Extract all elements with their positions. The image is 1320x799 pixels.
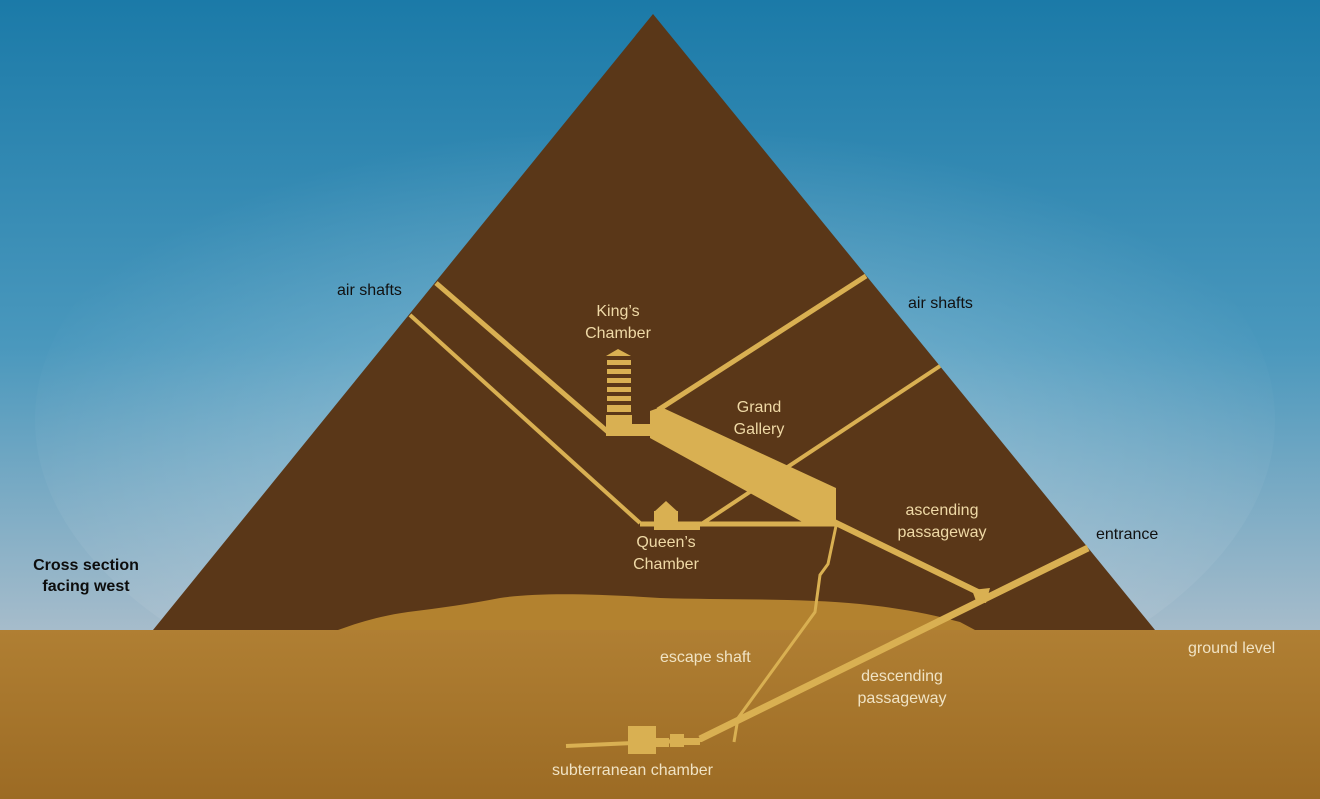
passages [408, 273, 1090, 748]
queens-chamber-line2: Chamber [633, 556, 699, 573]
kings-chamber-line1: King’s [596, 303, 640, 320]
descending-passage [698, 544, 1090, 743]
ground-level-label: ground level [1188, 640, 1276, 657]
ascending-line2: passageway [897, 524, 987, 541]
queens-chamber-line1: Queen’s [636, 534, 696, 551]
queens-chamber-label: Queen’s Chamber [616, 532, 716, 576]
passage-junction [972, 588, 990, 603]
ground-area [0, 630, 1320, 799]
ascending-line1: ascending [905, 502, 979, 519]
queens-left-air-shaft [408, 313, 642, 525]
kings-chamber-line2: Chamber [585, 325, 651, 342]
kings-chamber-label: King’s Chamber [568, 301, 668, 345]
queens-chamber-shape [654, 501, 700, 530]
grand-gallery-shape [650, 407, 836, 526]
grand-gallery-label: Grand Gallery [709, 397, 809, 441]
escape-shaft-line [732, 525, 838, 743]
pyramid-body [153, 14, 1155, 630]
descending-line2: passageway [857, 690, 947, 707]
kings-right-air-shaft [656, 273, 868, 413]
grand-gallery-line2: Gallery [733, 421, 785, 438]
ascending-passageway-label: ascending passageway [882, 500, 1002, 544]
escape-shaft-label: escape shaft [660, 649, 751, 666]
descending-line1: descending [861, 668, 943, 685]
caption-line2: facing west [42, 578, 130, 595]
kings-left-air-shaft [434, 281, 610, 434]
queens-right-air-shaft [698, 364, 942, 527]
diagram-caption: Cross section facing west [16, 555, 156, 597]
air-shafts-left-label: air shafts [337, 282, 402, 299]
descending-passageway-label: descending passageway [842, 666, 962, 710]
caption-line1: Cross section [33, 557, 139, 574]
entrance-label: entrance [1096, 526, 1159, 543]
subterranean-chamber-shape [628, 726, 700, 754]
air-shafts-right-label: air shafts [908, 295, 973, 312]
kings-chamber-shape [606, 349, 650, 436]
ascending-passage [830, 518, 984, 597]
grand-gallery-line1: Grand [736, 399, 782, 416]
subterranean-chamber-label: subterranean chamber [552, 762, 713, 779]
